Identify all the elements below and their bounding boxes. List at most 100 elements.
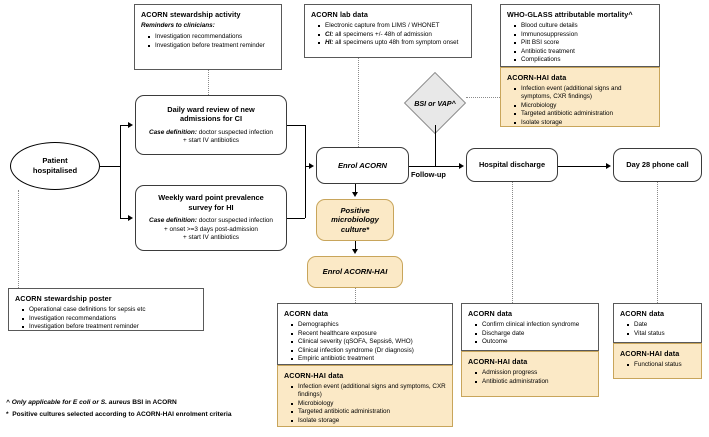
list-item: Investigation before treatment reminder [148,42,275,50]
node-enrol-acorn-hai: Enrol ACORN-HAI [307,256,403,288]
list-item: Pitt BSI score [514,39,653,47]
panel-list: Infection event (additional signs and sy… [507,85,653,127]
list-item: Microbiology [291,400,446,408]
panel-list: Functional status [620,361,695,369]
list-item: Antibiotic treatment [514,48,653,56]
decision-label: BSI or VAP^ [414,98,456,108]
footnote-star: * Positive cultures selected according t… [6,411,232,418]
panel-list: Admission progress Antibiotic administra… [468,369,592,386]
dotted-enrolhai-to-data [355,288,356,303]
panel-title: ACORN-HAI data [507,73,567,82]
node-title: Daily ward review of new admissions for … [167,104,255,124]
node-label: Enrol ACORN [337,160,388,170]
list-item: Demographics [291,321,446,329]
panel-enrol-acorn-data: ACORN data Demographics Recent healthcar… [277,303,453,365]
panel-list: Operational case definitions for sepsis … [15,306,197,331]
list-item: Clinical infection syndrome (Dr diagnosi… [291,347,446,355]
panel-day28-acorn-hai-data: ACORN-HAI data Functional status [613,343,702,379]
panel-discharge-acorn-hai-data: ACORN-HAI data Admission progress Antibi… [461,351,599,397]
dotted-diamond-to-hai-panel [466,97,500,98]
edge-weekly-merge [287,218,305,219]
panel-title: ACORN lab data [311,10,368,19]
list-item: Outcome [475,338,592,346]
edge-to-weekly-ward [120,218,129,219]
node-label: Enrol ACORN-HAI [322,267,388,277]
node-case-definition: Case definition: doctor suspected infect… [149,128,273,144]
panel-title: ACORN-HAI data [620,349,680,358]
list-item: Targeted antibiotic administration [291,408,446,416]
list-item: Empiric antibiotic treatment [291,355,446,363]
dotted-labdata-to-enrol [358,58,359,147]
list-item: Date [627,321,695,329]
list-item: Investigation before treatment reminder [22,323,197,331]
node-label: Hospital discharge [478,160,546,170]
list-item: Clinical severity (qSOFA, Sepsis6, WHO) [291,338,446,346]
edge-label-follow-up: Follow-up [411,170,446,179]
panel-title: ACORN-HAI data [468,357,528,366]
list-item: Investigation recommendations [148,33,275,41]
list-item: Infection event (additional signs and sy… [291,383,446,399]
panel-acorn-lab-data: ACORN lab data Electronic capture from L… [304,4,472,58]
node-hospital-discharge: Hospital discharge [466,148,558,182]
node-title: Weekly ward point prevalence survey for … [158,193,264,212]
dotted-discharge-to-data [512,182,513,303]
dotted-patient-to-poster [18,190,19,288]
list-item: Operational case definitions for sepsis … [22,306,197,314]
panel-list: Electronic capture from LIMS / WHONET CI… [311,22,465,47]
panel-list: Investigation recommendations Investigat… [141,33,275,50]
edge-positive-enrolhai [355,241,356,250]
panel-title: WHO-GLASS attributable mortality^ [507,10,633,19]
panel-discharge-acorn-data: ACORN data Confirm clinical infection sy… [461,303,599,351]
list-item: Investigation recommendations [22,315,197,323]
panel-title: ACORN data [284,309,329,318]
node-label: Positive microbiology culture* [331,205,379,234]
list-item: Confirm clinical infection syndrome [475,321,592,329]
node-enrol-acorn: Enrol ACORN [316,147,409,184]
panel-list: Confirm clinical infection syndrome Disc… [468,321,592,346]
list-item: Antibiotic administration [475,378,592,386]
edge-merge-vertical [305,125,306,218]
edge-diamond-followup [435,125,436,166]
edge-daily-merge [287,125,305,126]
node-day28-phone-call: Day 28 phone call [613,148,702,182]
node-label: Day 28 phone call [626,160,689,170]
list-item: Complications [514,56,653,64]
node-daily-ward-review: Daily ward review of new admissions for … [135,95,287,155]
edge-discharge-day28 [558,166,607,167]
panel-title: ACORN data [468,309,513,318]
node-case-definition: Case definition: doctor suspected infect… [149,217,273,242]
list-item: Admission progress [475,369,592,377]
footnote-caret: ^ Only applicable for E coli or S. aureu… [6,399,177,406]
list-item: Isolate storage [514,119,653,127]
arrowhead-weekly-ward [128,215,133,221]
edge-merge-enrol [305,166,310,167]
list-item: Infection event (additional signs and sy… [514,85,653,101]
panel-title: ACORN-HAI data [284,371,344,380]
arrowhead-enrol-acorn [309,163,314,169]
panel-acorn-hai-data-bsi-vap: ACORN-HAI data Infection event (addition… [500,67,660,127]
list-item: Microbiology [514,102,653,110]
node-patient-hospitalised: Patient hospitalised [10,142,100,190]
panel-acorn-stewardship-poster: ACORN stewardship poster Operational cas… [8,288,204,331]
list-item: HI: all specimens upto 48h from symptom … [318,39,465,47]
list-item: Electronic capture from LIMS / WHONET [318,22,465,30]
list-item: Discharge date [475,330,592,338]
panel-list: Infection event (additional signs and sy… [284,383,446,425]
list-item: Targeted antibiotic administration [514,110,653,118]
panel-acorn-stewardship-activity: ACORN stewardship activity Reminders to … [134,4,282,70]
arrowhead-daily-ward [128,122,133,128]
arrowhead-enrol-acorn-hai [352,249,358,254]
dotted-stewardship-to-daily [208,70,209,95]
list-item: Functional status [627,361,695,369]
panel-list: Demographics Recent healthcare exposure … [284,321,446,364]
list-item: Isolate storage [291,417,446,425]
dotted-day28-to-data [657,182,658,303]
list-item: Vital status [627,330,695,338]
list-item: Recent healthcare exposure [291,330,446,338]
edge-enrol-positive [355,184,356,193]
panel-day28-acorn-data: ACORN data Date Vital status [613,303,702,343]
node-weekly-ward-survey: Weekly ward point prevalence survey for … [135,185,287,251]
panel-subtitle: Reminders to clinicians: [141,22,215,29]
panel-list: Date Vital status [620,321,695,338]
